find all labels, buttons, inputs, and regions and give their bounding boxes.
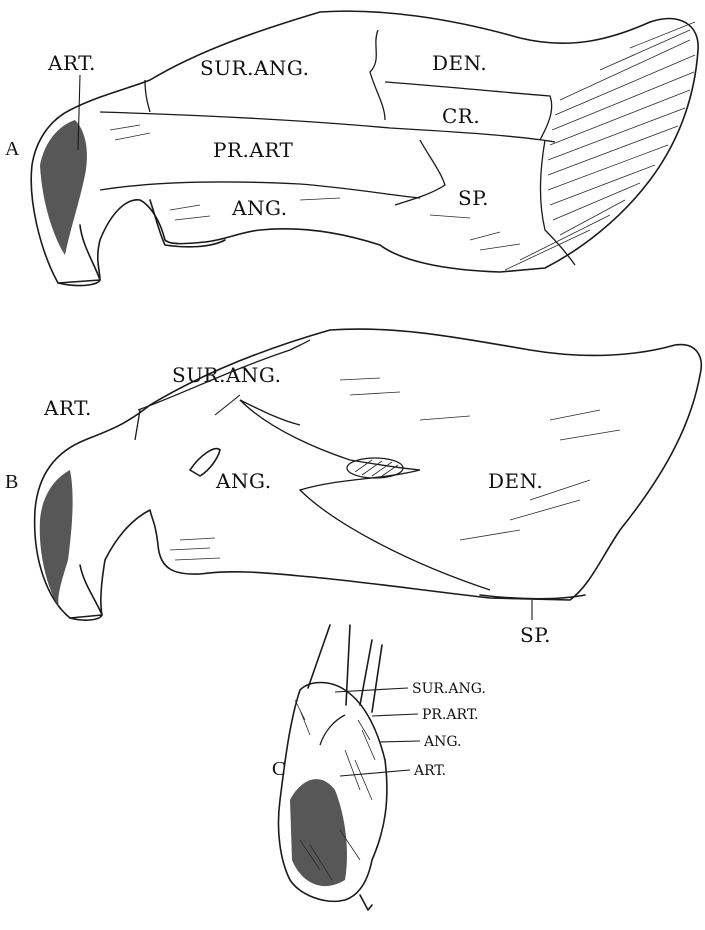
- panel-a-label-pr-art: PR.ART: [213, 138, 294, 162]
- panel-b-sur-ang-leader: [215, 395, 240, 415]
- panel-b-letter: B: [5, 471, 18, 493]
- panel-a-label-art: ART.: [47, 51, 96, 75]
- panel-c-letter: C: [272, 758, 285, 780]
- panel-c-pr-art-leader: [372, 714, 418, 716]
- panel-a-suture-dentary: [370, 30, 385, 120]
- panel-a-letter: A: [5, 138, 20, 160]
- panel-c: C SUR.ANG. PR.ART. ANG. ART.: [272, 625, 486, 910]
- panel-c-label-pr-art: PR.ART.: [422, 707, 479, 723]
- panel-c-label-art: ART.: [413, 763, 446, 779]
- panel-c-label-ang: ANG.: [423, 734, 462, 750]
- panel-a-label-den: DEN.: [432, 51, 487, 75]
- panel-b-label-ang: ANG.: [215, 469, 272, 493]
- panel-a-suture-prearticular-top: [100, 112, 555, 142]
- panel-c-peg: [360, 895, 372, 910]
- panel-b-articular-shading: [40, 470, 73, 610]
- panel-b-articular-hook: [70, 565, 102, 620]
- panel-a-label-cr: CR.: [442, 104, 480, 128]
- panel-a-jaw-outline: [31, 11, 698, 283]
- panel-a-label-sp: SP.: [458, 186, 489, 210]
- panel-c-notch: [320, 715, 345, 745]
- panel-b-jaw-outline: [35, 329, 702, 618]
- panel-b-suture-dentary: [240, 400, 490, 590]
- panel-b-suture-surangular-end: [135, 400, 300, 440]
- panel-b-label-sp: SP.: [520, 623, 551, 647]
- panel-b: B SUR.ANG. ART. ANG. DEN. SP.: [5, 329, 701, 647]
- panel-c-ang-leader: [380, 741, 420, 742]
- panel-b-foramen: [347, 458, 403, 478]
- panel-a: A ART. SUR.ANG. DEN. CR. PR.ART SP. ANG.: [5, 11, 698, 285]
- panel-c-shaft-right: [360, 640, 382, 712]
- panel-a-label-sur-ang: SUR.ANG.: [200, 56, 310, 80]
- panel-b-label-sur-ang: SUR.ANG.: [172, 363, 282, 387]
- panel-a-suture-surangular-top: [145, 80, 150, 112]
- panel-a-articular-shading: [40, 120, 87, 255]
- panel-c-label-sur-ang: SUR.ANG.: [412, 681, 486, 697]
- panel-b-label-den: DEN.: [488, 469, 543, 493]
- panel-c-shading: [290, 779, 347, 886]
- panel-a-symphysis-hatch: [505, 22, 695, 270]
- panel-a-suture-splenial: [395, 140, 445, 205]
- panel-b-label-art: ART.: [43, 396, 92, 420]
- panel-c-art-leader: [340, 770, 410, 776]
- panel-c-shaft-left: [308, 625, 330, 688]
- panel-a-label-ang: ANG.: [231, 196, 288, 220]
- panel-a-suture-front: [540, 140, 575, 265]
